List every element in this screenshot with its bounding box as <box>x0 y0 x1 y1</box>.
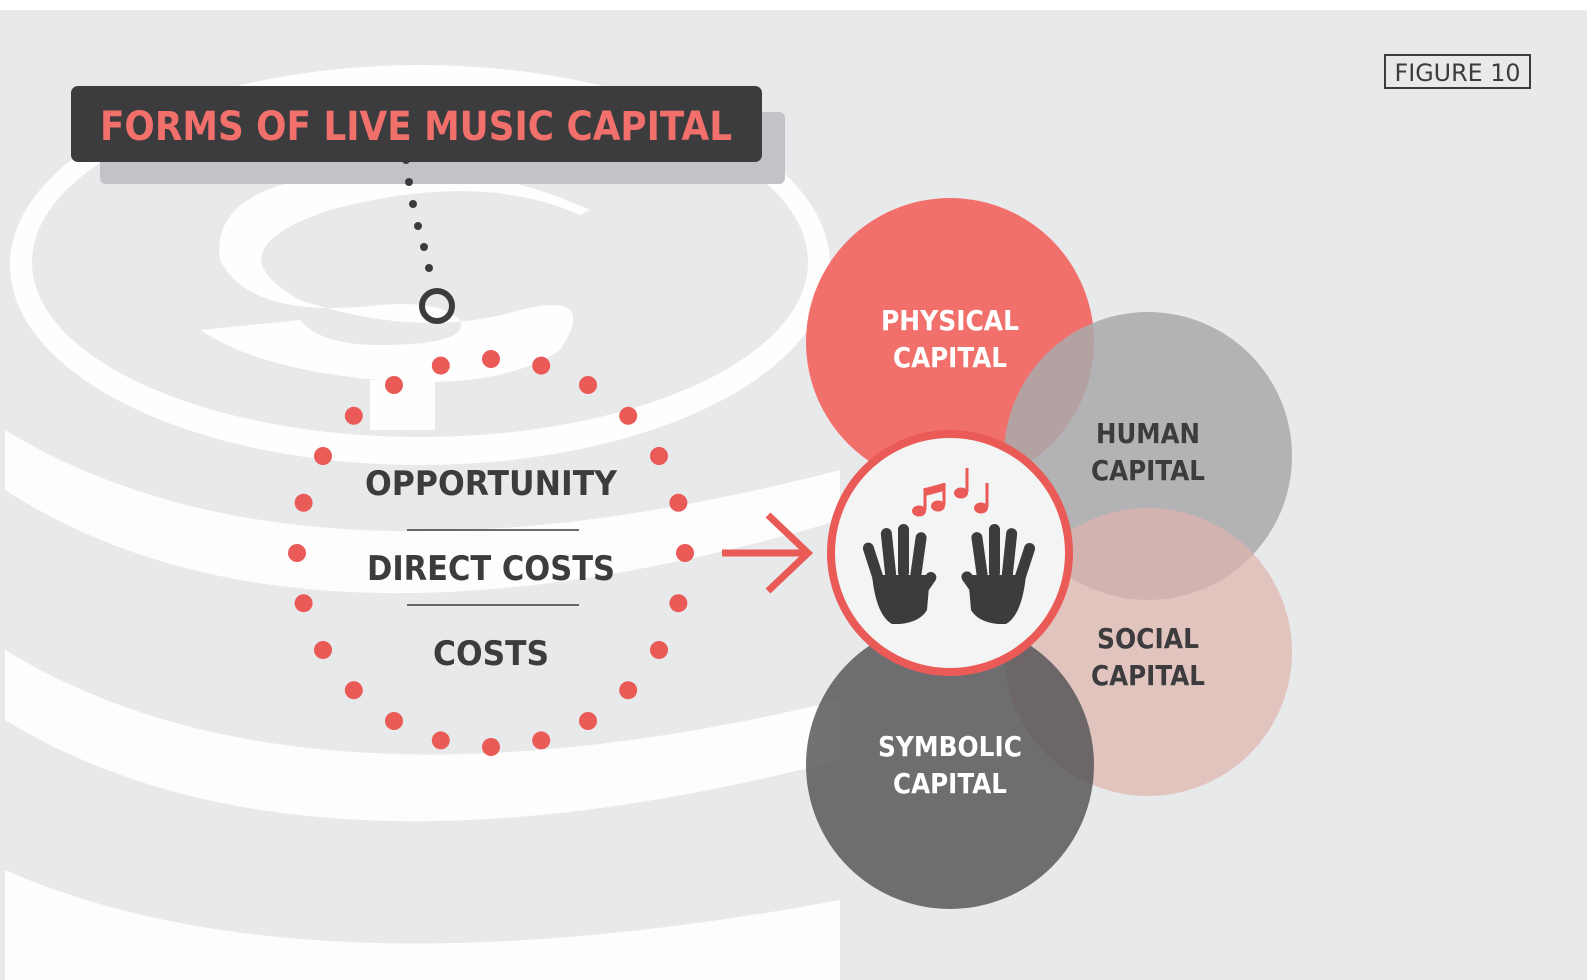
connector-ring <box>419 288 455 324</box>
figure-label: FIGURE 10 <box>1395 59 1521 87</box>
ring-dot <box>431 731 450 750</box>
connector-dot <box>414 222 422 230</box>
social-capital-label: SOCIAL <box>1097 622 1199 655</box>
connector-dot <box>409 200 417 208</box>
ring-dot <box>431 356 450 375</box>
connector-dot <box>420 243 428 251</box>
page-title: FORMS OF LIVE MUSIC CAPITAL <box>100 104 732 150</box>
ring-dot <box>288 544 306 562</box>
connector-dot <box>405 178 413 186</box>
cost-item-opportunity: OPPORTUNITY <box>365 464 617 504</box>
costs-dotted-ring <box>288 350 694 756</box>
connector-dots <box>402 156 433 272</box>
cost-item-costs: COSTS <box>433 634 549 674</box>
ring-dot <box>676 544 694 562</box>
physical-capital-label-2: CAPITAL <box>893 341 1007 374</box>
human-capital-label: HUMAN <box>1096 417 1200 450</box>
ring-dot <box>650 641 668 659</box>
ring-dot <box>294 493 313 512</box>
physical-capital-label: PHYSICAL <box>881 304 1019 337</box>
ring-dot <box>314 641 332 659</box>
figure-label-box <box>1384 54 1531 89</box>
music-notes-icon <box>912 468 989 517</box>
symbolic-capital-label: SYMBOLIC <box>878 730 1022 763</box>
ring-dot <box>669 594 688 613</box>
ring-dot <box>650 447 668 465</box>
title-bar <box>71 86 762 162</box>
ring-dot <box>344 681 363 700</box>
ring-dot <box>482 350 500 368</box>
ring-dot <box>532 356 551 375</box>
ring-dot <box>619 406 638 425</box>
symbolic-capital-label-2: CAPITAL <box>893 767 1007 800</box>
cost-item-direct-costs: DIRECT COSTS <box>367 549 615 589</box>
connector-dot <box>402 156 410 164</box>
ring-dot <box>532 731 551 750</box>
ring-dot <box>579 376 597 394</box>
ring-dot <box>669 493 688 512</box>
ring-dot <box>619 681 638 700</box>
symbolic-capital-circle <box>806 621 1094 909</box>
social-capital-label-2: CAPITAL <box>1091 659 1205 692</box>
ring-dot <box>385 376 403 394</box>
ring-dot <box>294 594 313 613</box>
ring-dot <box>482 738 500 756</box>
ring-dot <box>344 406 363 425</box>
ring-dot <box>579 712 597 730</box>
ring-dot <box>314 447 332 465</box>
arrow-right-icon <box>722 512 814 594</box>
ring-dot <box>385 712 403 730</box>
connector-dot <box>425 264 433 272</box>
human-capital-label-2: CAPITAL <box>1091 454 1205 487</box>
hands-icon <box>862 524 1036 624</box>
